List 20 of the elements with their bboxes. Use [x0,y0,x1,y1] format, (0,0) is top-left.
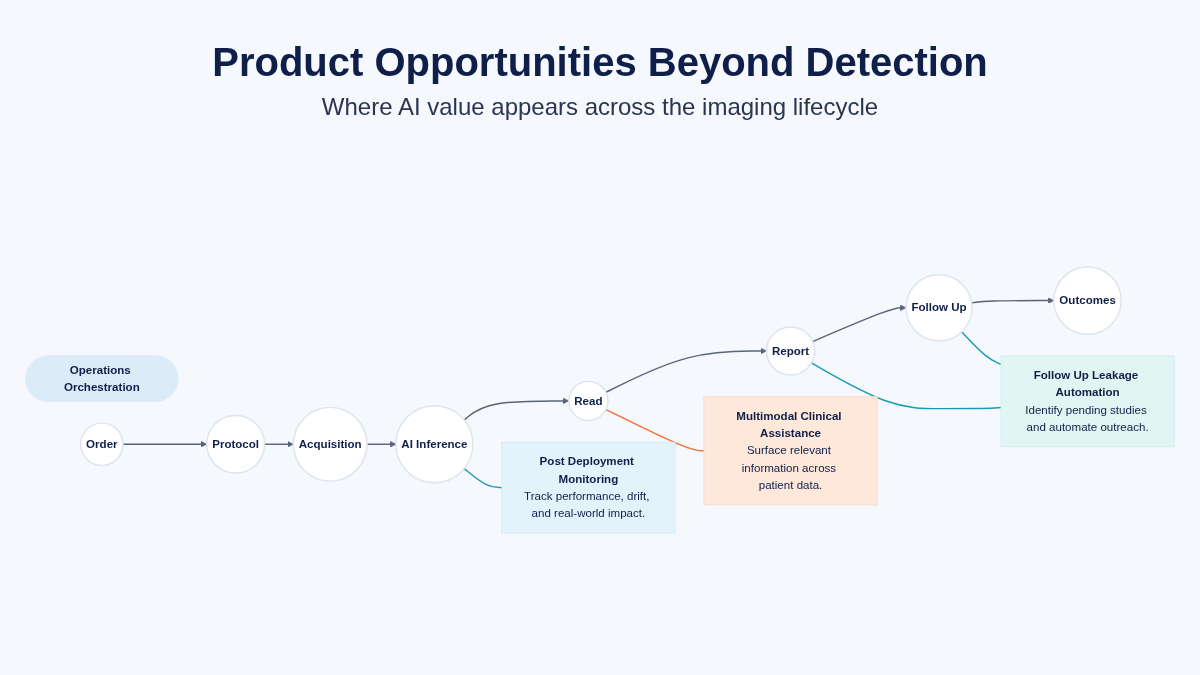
node-circle: Outcomes [1053,266,1122,335]
node-circle: Order [79,422,124,467]
arrow [971,297,1055,304]
subtitle: Where AI value appears across the imaging lifecycle [321,93,879,121]
node-box: Post Deployment Monitoring Track performance, drift, and real-world impact. [501,441,676,534]
node-circle: Follow Up [905,274,973,342]
title: Product Opportunities Beyond Detection [212,40,988,85]
connector [463,467,503,489]
node-box: Follow Up Leakage Automation Identify pending studies and automate outreach. [1000,355,1175,448]
node-circle: Report [765,326,816,376]
connector [960,331,1002,366]
node-circle: Protocol [206,414,266,474]
node-circle: AI Inference [395,405,474,484]
arrow [605,347,767,393]
connector [605,408,705,452]
node-box: Multimodal Clinical Assistance Surface relevant information across patient data. [703,396,878,506]
arrow [811,304,907,343]
connector [810,362,1002,410]
node-circle: Read [568,380,609,422]
node-circle: Acquisition [292,406,368,482]
